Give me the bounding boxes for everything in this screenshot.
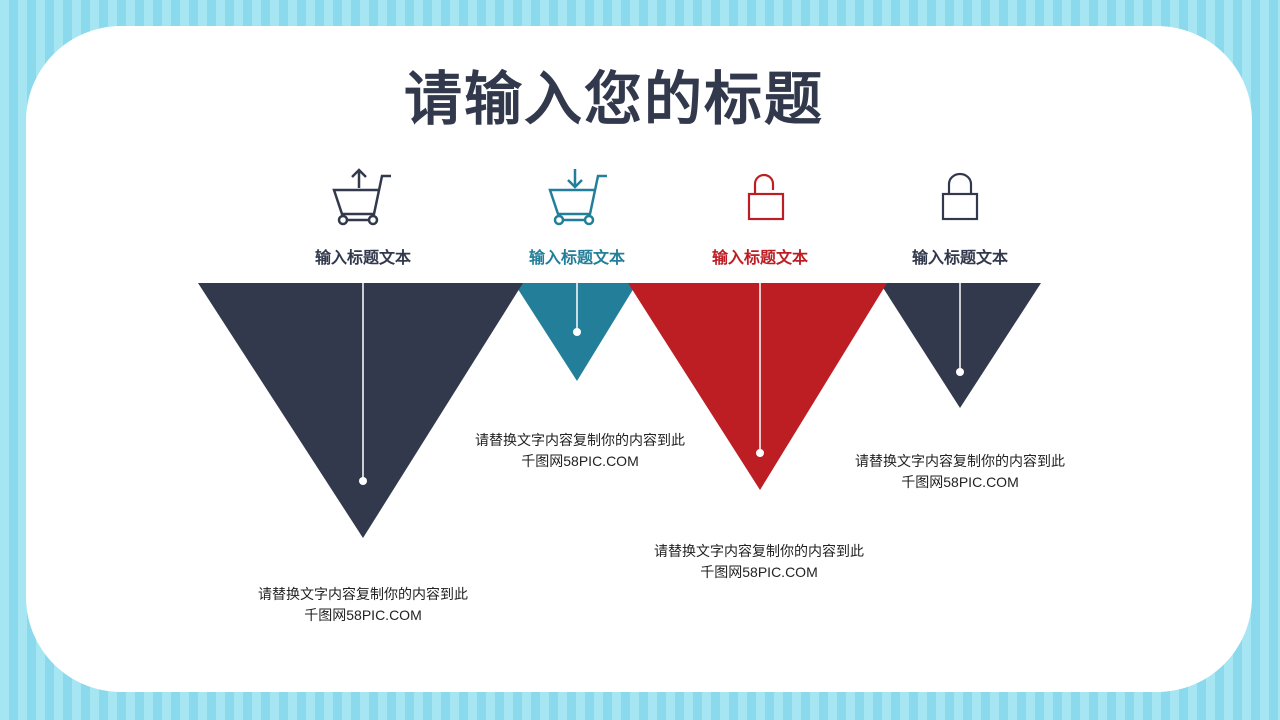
- item-3-title: 输入标题文本: [711, 248, 808, 267]
- page-title: 请输入您的标题: [403, 65, 824, 133]
- marker-dot-1: [359, 477, 367, 485]
- item-1-desc-line1: 请替换文字内容复制你的内容到此: [258, 586, 468, 602]
- item-2-title: 输入标题文本: [528, 248, 625, 267]
- item-2-desc-line2: 千图网58PIC.COM: [521, 453, 639, 469]
- marker-dot-3: [756, 449, 764, 457]
- item-1-description: 请替换文字内容复制你的内容到此 千图网58PIC.COM: [233, 584, 493, 626]
- item-4-desc-line1: 请替换文字内容复制你的内容到此: [855, 453, 1065, 469]
- triangle-3: [628, 283, 887, 490]
- item-4-desc-line2: 千图网58PIC.COM: [901, 474, 1019, 490]
- unlocked-padlock-icon: [747, 173, 785, 221]
- item-4-title: 输入标题文本: [911, 248, 1008, 267]
- cart-download-icon: [548, 169, 607, 226]
- item-2-desc-line1: 请替换文字内容复制你的内容到此: [475, 432, 685, 448]
- locked-padlock-icon: [941, 172, 979, 221]
- item-4-description: 请替换文字内容复制你的内容到此 千图网58PIC.COM: [830, 451, 1090, 493]
- item-3-description: 请替换文字内容复制你的内容到此 千图网58PIC.COM: [629, 541, 889, 583]
- item-1-title: 输入标题文本: [314, 248, 411, 267]
- marker-dot-4: [956, 368, 964, 376]
- content-card: [26, 26, 1252, 692]
- item-1-desc-line2: 千图网58PIC.COM: [304, 607, 422, 623]
- marker-dot-2: [573, 328, 581, 336]
- cart-upload-icon: [332, 168, 391, 226]
- triangle-1: [198, 283, 523, 538]
- item-3-desc-line1: 请替换文字内容复制你的内容到此: [654, 543, 864, 559]
- item-2-description: 请替换文字内容复制你的内容到此 千图网58PIC.COM: [450, 430, 710, 472]
- item-3-desc-line2: 千图网58PIC.COM: [700, 564, 818, 580]
